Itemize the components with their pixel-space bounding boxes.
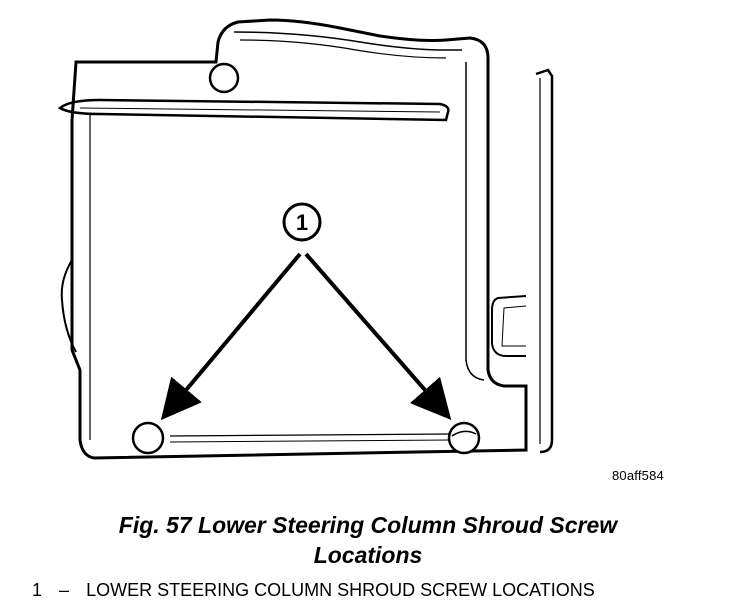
top-screw-boss (208, 62, 240, 94)
lower-screw-right (447, 421, 481, 455)
rib-inner-line (79, 107, 441, 113)
horizontal-rib (57, 98, 450, 122)
top-contour-2 (239, 39, 447, 59)
callout-bubble (282, 202, 322, 242)
bottom-inner-line-2 (169, 439, 451, 443)
lower-screw-right-slot (451, 430, 477, 437)
legend-separator: – (59, 580, 70, 600)
figure-code: 80aff584 (612, 468, 664, 483)
right-column-line (465, 62, 485, 381)
right-bracket (535, 68, 554, 454)
lower-screw-left (131, 421, 165, 455)
callout-arrow-right (304, 252, 452, 421)
figure-caption: Fig. 57 Lower Steering Column Shroud Scr… (0, 510, 736, 570)
caption-line-1: Fig. 57 Lower Steering Column Shroud Scr… (118, 512, 618, 538)
right-bracket-foot-inner (501, 305, 527, 347)
top-contour-1 (233, 31, 462, 51)
left-bulge (60, 259, 77, 353)
legend-item: 1 – LOWER STEERING COLUMN SHROUD SCREW L… (32, 580, 595, 601)
legend-text: LOWER STEERING COLUMN SHROUD SCREW LOCAT… (86, 580, 595, 600)
legend-number: 1 (32, 580, 43, 600)
caption-line-2: Locations (313, 542, 423, 568)
shroud-diagram: 1 (57, 18, 554, 460)
callout-arrow-left (160, 252, 302, 421)
shroud-outline (70, 18, 528, 460)
callout-number: 1 (296, 210, 308, 235)
bottom-inner-line (169, 433, 451, 437)
right-bracket-foot (491, 295, 527, 357)
